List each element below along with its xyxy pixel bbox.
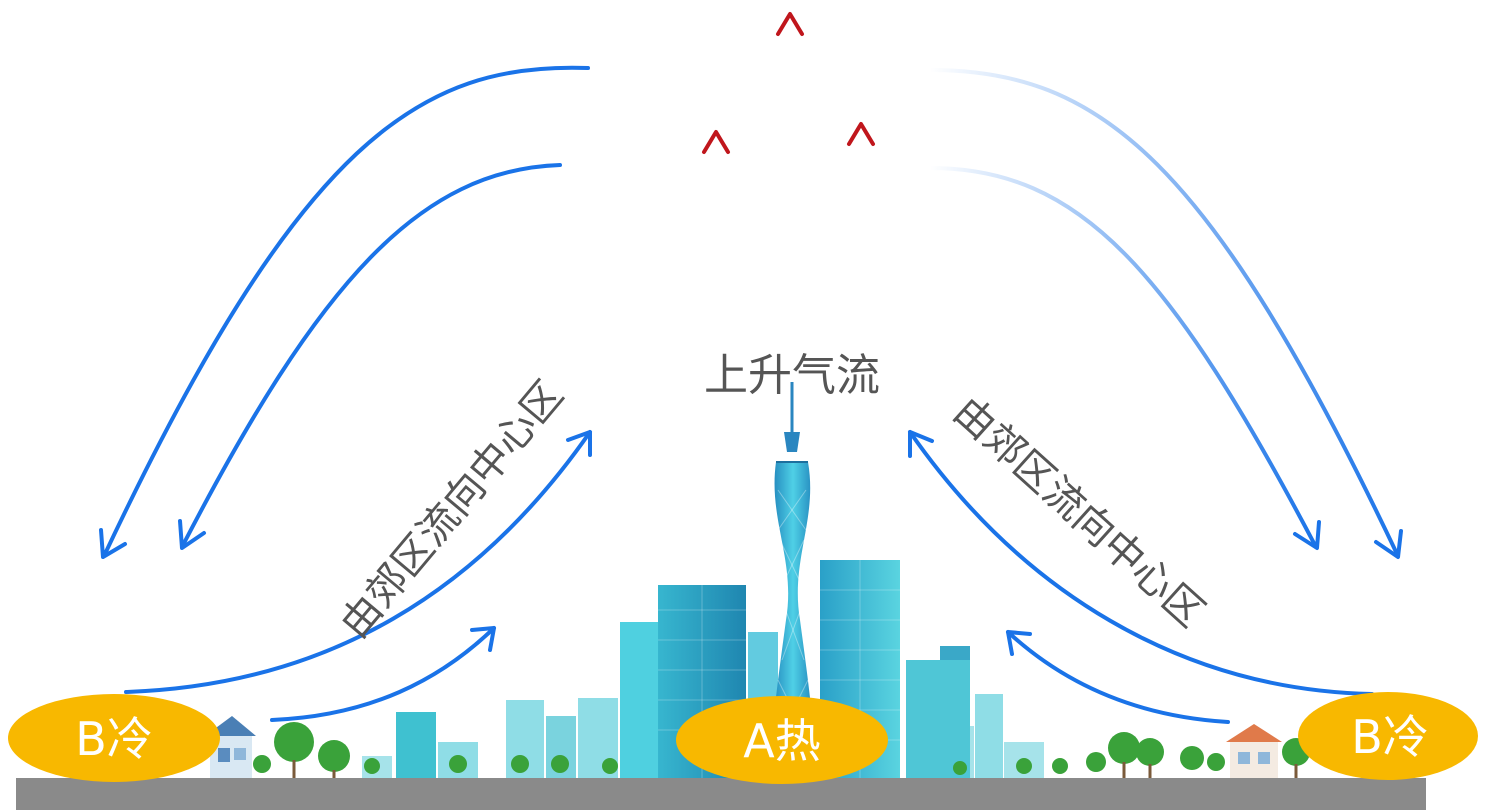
inflow-right-short <box>1006 630 1230 724</box>
house-right <box>1226 724 1282 778</box>
badge-right-cold: B冷 <box>1298 692 1478 780</box>
inflow-right-long-head <box>908 430 934 458</box>
red-arrow-right <box>847 122 875 332</box>
rising-air-label: 上升气流 <box>704 350 880 401</box>
inflow-left-long <box>124 430 592 694</box>
building-bg-9 <box>975 694 1003 778</box>
rising-air-arrows <box>702 12 875 342</box>
blue-arrowhead-left-inner <box>178 519 206 550</box>
descending-air-arrows <box>99 65 1403 559</box>
blue-arc-left-inner <box>180 163 562 549</box>
building-bg-6 <box>620 622 658 778</box>
trees <box>253 722 1310 775</box>
inflow-left-short-head <box>470 626 496 652</box>
flow-label-left: 由郊区流向中心区 <box>332 372 573 647</box>
blue-arc-right-outer <box>928 68 1400 558</box>
badge-right-text: B冷 <box>1351 710 1429 764</box>
red-arrow-center <box>776 12 804 232</box>
blue-arrowhead-right-inner <box>1293 520 1321 550</box>
blue-arc-right-inner <box>928 166 1318 549</box>
red-arrow-left <box>702 130 730 342</box>
badge-center-text: A热 <box>743 714 820 768</box>
blue-arrowhead-left-outer <box>99 528 127 559</box>
inflow-right-long <box>908 430 1374 696</box>
badge-left-text: B冷 <box>75 712 153 766</box>
building-right-3 <box>940 646 970 660</box>
inflow-right-short-head <box>1006 630 1032 656</box>
ground <box>16 778 1426 810</box>
building-right-2 <box>906 660 970 778</box>
badge-center-hot: A热 <box>676 696 888 784</box>
blue-arc-left-outer <box>102 65 590 558</box>
inflow-left-short <box>270 626 496 722</box>
building-bg-1 <box>396 712 436 778</box>
badge-left-cold: B冷 <box>8 694 220 782</box>
inflow-arrows <box>124 430 1374 724</box>
inflow-left-long-head <box>566 430 592 457</box>
blue-arrowhead-right-outer <box>1374 529 1403 559</box>
